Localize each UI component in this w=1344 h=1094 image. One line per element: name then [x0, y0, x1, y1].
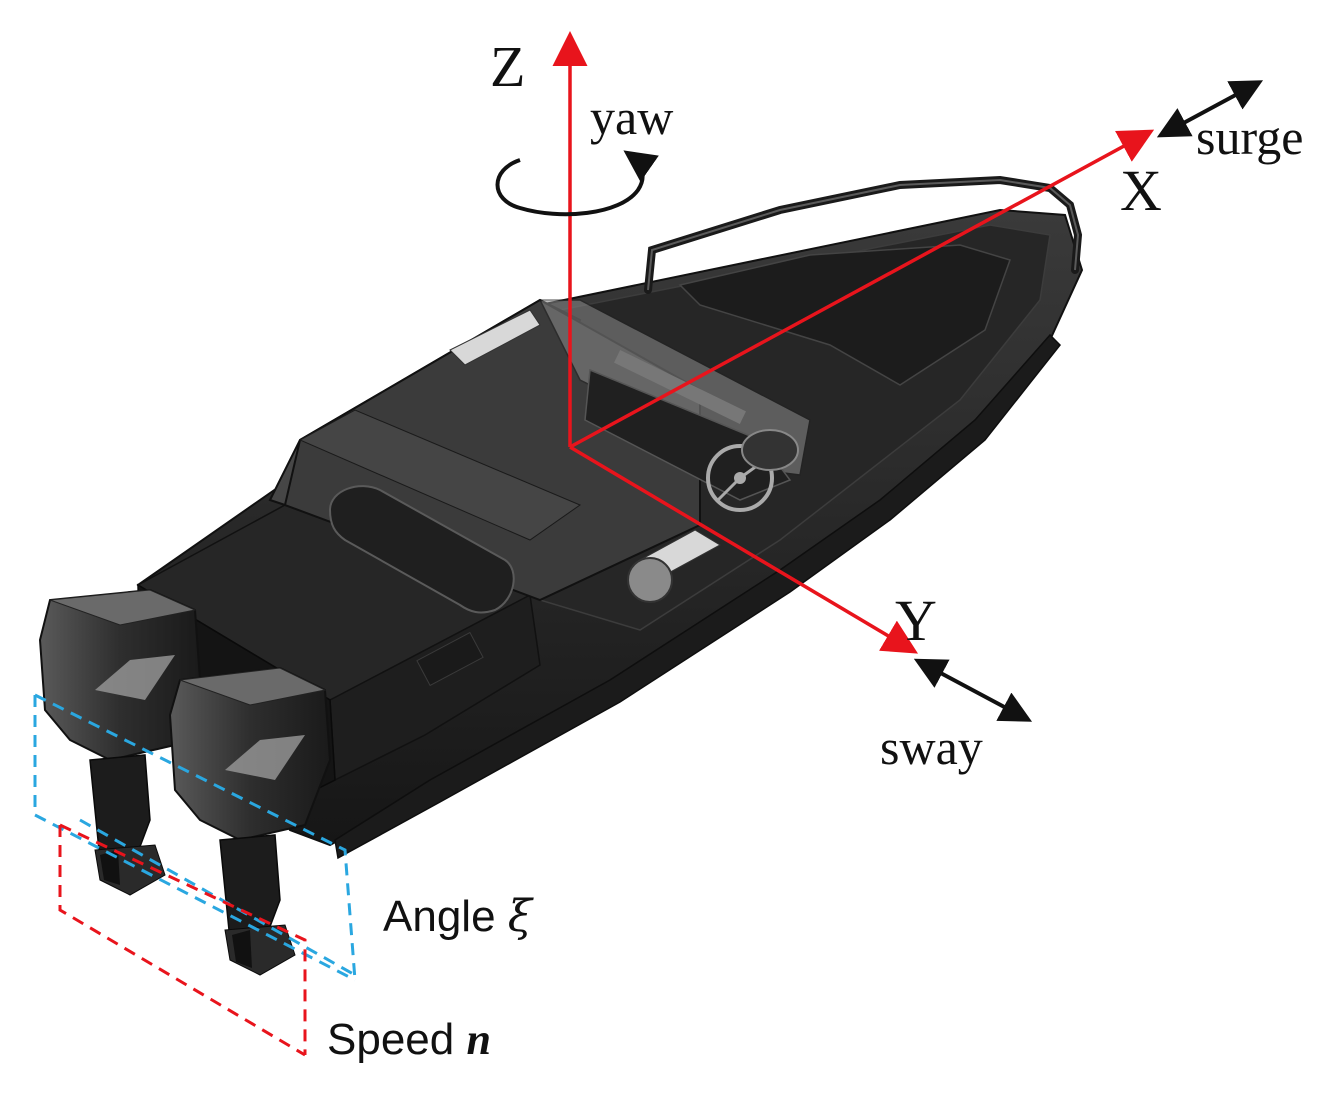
yaw-rotation-icon: [495, 150, 659, 217]
angle-word: Angle: [383, 892, 496, 941]
y-axis-label: Y: [895, 588, 937, 653]
surge-double-arrow: [1156, 80, 1264, 138]
sway-label: sway: [880, 719, 983, 775]
speed-label: Speed n: [327, 1018, 491, 1062]
cabin: [268, 298, 811, 614]
x-axis-arrow: [569, 129, 1155, 449]
body-axes: [552, 31, 1155, 654]
angle-control-box: [33, 693, 357, 982]
angle-symbol: ξ: [507, 891, 533, 942]
x-axis-label: X: [1120, 158, 1162, 223]
speed-control-box: [58, 823, 307, 1057]
surge-label: surge: [1196, 109, 1304, 165]
outboard-motor-right: [168, 666, 332, 976]
sway-double-arrow: [913, 658, 1033, 722]
z-axis-label: Z: [490, 34, 526, 99]
speed-word: Speed: [327, 1015, 455, 1064]
y-axis-arrow: [569, 445, 919, 654]
yaw-label: yaw: [590, 89, 674, 145]
speed-symbol: n: [466, 1015, 491, 1064]
angle-label: Angle ξ: [383, 895, 532, 939]
